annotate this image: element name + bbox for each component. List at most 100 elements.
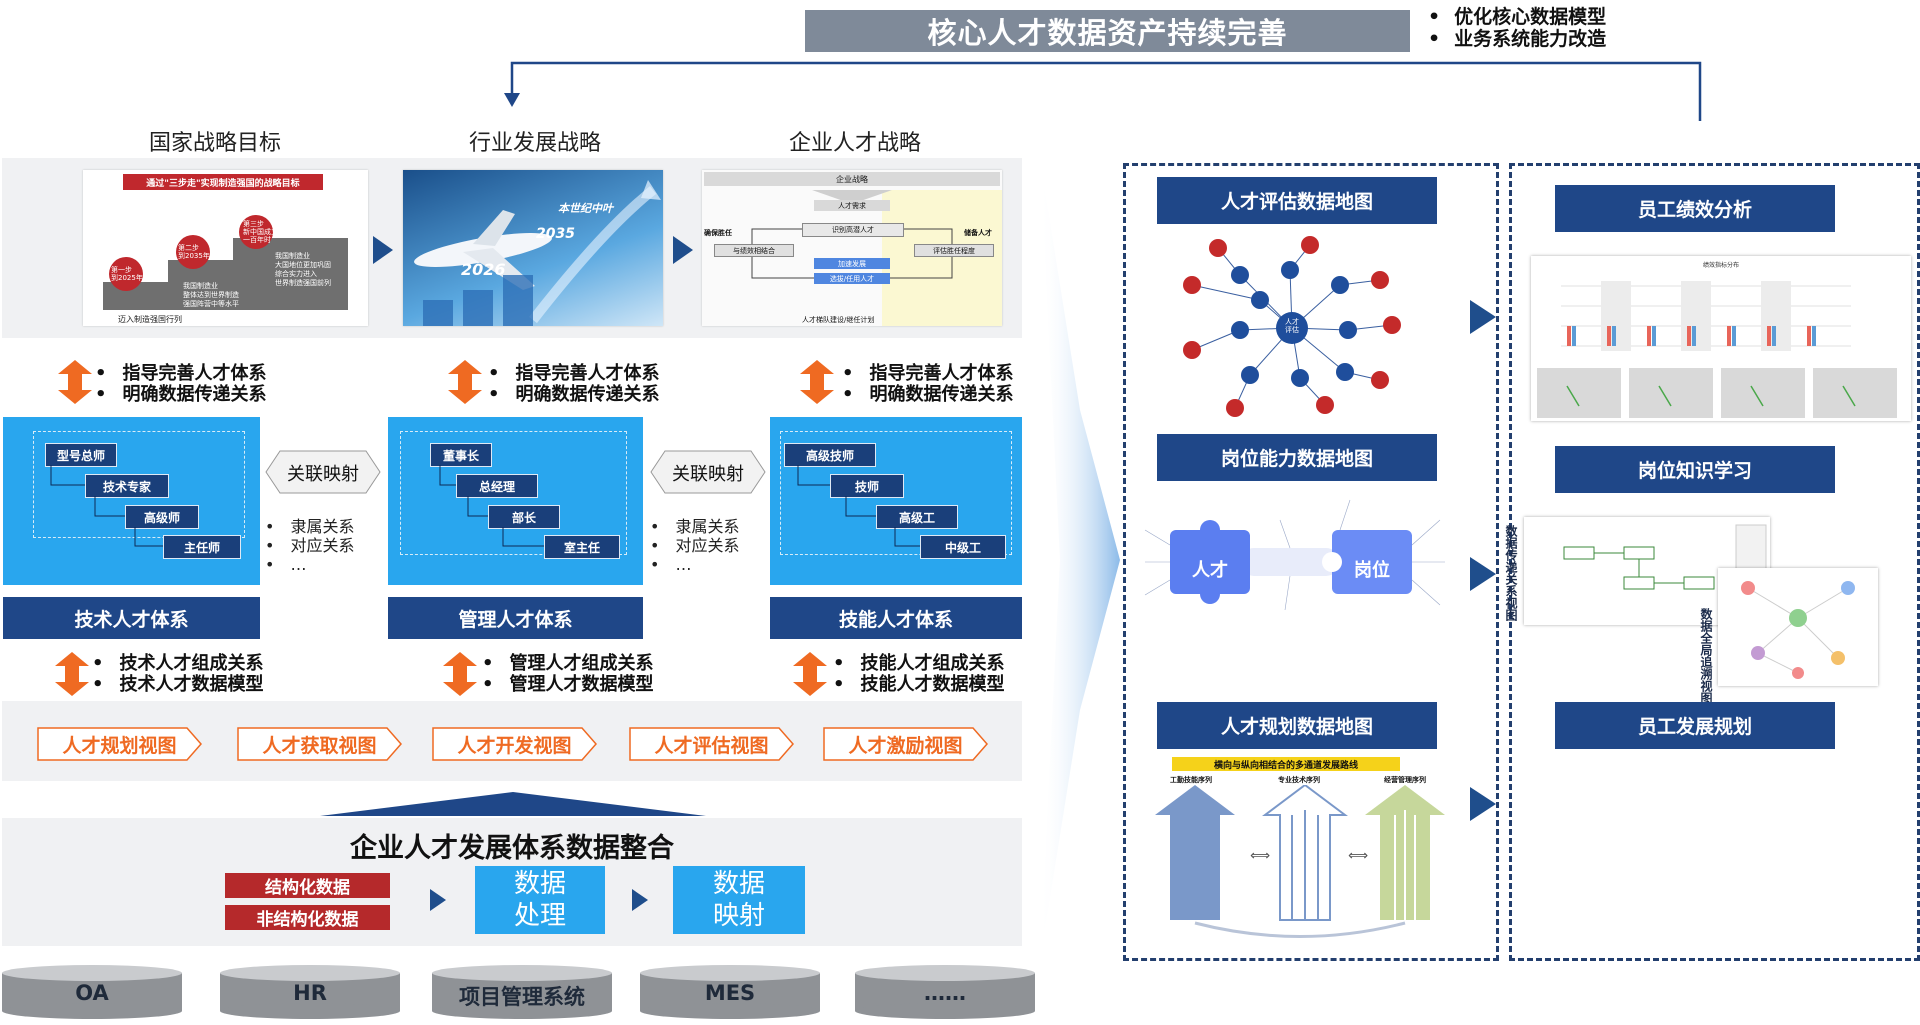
stairs-graphic bbox=[103, 215, 348, 310]
flow-arrow-icon bbox=[430, 889, 446, 911]
mgmt-hierarchy-panel: 董事长 总经理 部长 室主任 bbox=[388, 417, 643, 585]
step-label: 第二步 到2035年 bbox=[178, 244, 210, 260]
sequence-label: 专业技术序列 bbox=[1278, 776, 1320, 784]
data-source-label: …… bbox=[924, 981, 966, 1005]
puzzle-label: 岗位 bbox=[1354, 560, 1390, 581]
enterprise-strategy-image: 企业战略 人才需求 识别高潜人才 确保胜任 储备人才 与绩效相结合 加速发展 评… bbox=[702, 170, 1002, 326]
hierarchy-node: 高级技师 bbox=[784, 443, 876, 467]
diagram-box: 企业战略 bbox=[704, 172, 1000, 186]
hierarchy-node: 型号总师 bbox=[45, 443, 117, 467]
trace-graph-image bbox=[1718, 568, 1878, 686]
path-banner: 横向与纵向相结合的多通道发展路线 bbox=[1172, 757, 1400, 771]
guide-bullet: 指导完善人才体系 bbox=[95, 363, 267, 384]
diagram-box: 评估胜任程度 bbox=[914, 244, 994, 257]
header-title: 核心人才数据资产持续完善 bbox=[805, 10, 1410, 52]
integration-title: 企业人才发展体系数据整合 bbox=[350, 833, 674, 864]
diagram-box: 人才需求 bbox=[814, 200, 890, 211]
double-arrow-icon bbox=[443, 652, 477, 696]
mapping-bullet: 隶属关系 bbox=[265, 517, 354, 536]
header-bullets: 优化核心数据模型 业务系统能力改造 bbox=[1428, 6, 1606, 50]
diagram-label: 储备人才 bbox=[964, 229, 992, 237]
mapping-bullet: … bbox=[265, 555, 354, 574]
mapping-bullets: 隶属关系 对应关系 … bbox=[265, 517, 354, 574]
process-box: 数据 映射 bbox=[673, 866, 805, 934]
view-label: 人才评估视图 bbox=[654, 734, 769, 757]
data-source-db: …… bbox=[855, 965, 1035, 1019]
double-arrow-icon bbox=[55, 652, 89, 696]
mapping-bullets: 隶属关系 对应关系 … bbox=[650, 517, 739, 574]
header-bullet: 业务系统能力改造 bbox=[1428, 28, 1606, 50]
big-right-arrow bbox=[1040, 160, 1120, 960]
header-bullet: 优化核心数据模型 bbox=[1428, 6, 1606, 28]
app-title: 员工绩效分析 bbox=[1555, 185, 1835, 232]
hierarchy-node: 部长 bbox=[488, 505, 560, 529]
mapping-bullet: 对应关系 bbox=[265, 536, 354, 555]
year-label: 2035 bbox=[536, 226, 575, 242]
view-label: 人才规划视图 bbox=[62, 734, 177, 757]
skill-hierarchy-panel: 高级技师 技师 高级工 中级工 bbox=[770, 417, 1022, 585]
hierarchy-node: 技术专家 bbox=[85, 474, 169, 498]
connector-arrow-icon bbox=[1470, 787, 1496, 821]
data-source-db: HR bbox=[220, 965, 400, 1019]
process-box: 数据 处理 bbox=[475, 866, 605, 934]
connector-arrow-icon bbox=[1470, 300, 1496, 334]
view-chevron: 人才规划视图 bbox=[37, 727, 202, 761]
year-label: 2026 bbox=[461, 260, 506, 279]
image-banner: 通过"三步走"实现制造强国的战略目标 bbox=[123, 174, 323, 190]
step-label: 第三步 新中国成立 一百年时 bbox=[243, 220, 278, 244]
diagram-label: 人才梯队建设/继任计划 bbox=[802, 316, 875, 324]
data-type-tag: 非结构化数据 bbox=[225, 905, 390, 930]
data-source-db: OA bbox=[2, 965, 182, 1019]
mapping-hexagon bbox=[265, 450, 381, 494]
double-arrow-icon bbox=[58, 360, 92, 404]
map-title: 人才规划数据地图 bbox=[1157, 702, 1437, 749]
system-bullets: 管理人才组成关系 管理人才数据模型 bbox=[482, 653, 654, 695]
double-arrow-icon bbox=[793, 652, 827, 696]
guide-bullet: 指导完善人才体系 bbox=[488, 363, 660, 384]
data-source-db: MES bbox=[640, 965, 820, 1019]
network-center-label: 人才 评估 bbox=[1285, 318, 1299, 334]
step-text: 我国制造业 整体达到世界制造 强国阵营中等水平 bbox=[183, 282, 239, 308]
industry-strategy-image: 2026 2035 本世纪中叶 bbox=[403, 170, 663, 326]
map-title: 人才评估数据地图 bbox=[1157, 177, 1437, 224]
vertical-label: 数据全局追溯视图 bbox=[1699, 608, 1713, 704]
data-source-label: MES bbox=[704, 981, 756, 1005]
diagram-box: 识别高潜人才 bbox=[802, 223, 904, 237]
data-source-db: 项目管理系统 bbox=[432, 965, 612, 1019]
career-path-graphic: ⟺ ⟺ bbox=[1155, 785, 1445, 938]
data-type-tag: 结构化数据 bbox=[225, 873, 390, 898]
up-arrow-banner bbox=[320, 792, 706, 816]
mapping-bullet: 对应关系 bbox=[650, 536, 739, 555]
double-arrow-icon bbox=[800, 360, 834, 404]
mapping-label: 关联映射 bbox=[672, 464, 744, 485]
step-text: 迈入制造强国行列 bbox=[118, 315, 182, 324]
view-chevron: 人才开发视图 bbox=[432, 727, 597, 761]
app-title: 员工发展规划 bbox=[1555, 702, 1835, 749]
flow-arrow-icon bbox=[632, 889, 648, 911]
guide-bullet: 明确数据传递关系 bbox=[95, 384, 267, 405]
system-label: 技术人才体系 bbox=[3, 597, 260, 639]
diagram-box: 加速发展 bbox=[814, 258, 890, 269]
flow-lines bbox=[751, 190, 953, 279]
hierarchy-node: 高级师 bbox=[125, 505, 199, 529]
hierarchy-node: 高级工 bbox=[876, 505, 958, 529]
dashboard-title: 绩效指标分布 bbox=[1702, 262, 1739, 269]
guide-bullet: 指导完善人才体系 bbox=[842, 363, 1014, 384]
system-label: 管理人才体系 bbox=[388, 597, 643, 639]
hierarchy-node: 总经理 bbox=[456, 474, 538, 498]
year-label: 本世纪中叶 bbox=[558, 202, 613, 215]
system-bullet: 技术人才数据模型 bbox=[92, 674, 264, 695]
sequence-label: 经营管理序列 bbox=[1384, 776, 1426, 784]
double-arrow-icon bbox=[448, 360, 482, 404]
feedback-arrow bbox=[504, 61, 1702, 121]
hierarchy-connectors bbox=[797, 465, 920, 547]
airplane-graphic bbox=[414, 180, 661, 326]
system-label: 技能人才体系 bbox=[770, 597, 1022, 639]
app-title: 岗位知识学习 bbox=[1555, 446, 1835, 493]
mapping-bullet: 隶属关系 bbox=[650, 517, 739, 536]
applications-box bbox=[1509, 163, 1920, 961]
system-bullet: 技能人才组成关系 bbox=[833, 653, 1005, 674]
system-bullet: 管理人才组成关系 bbox=[482, 653, 654, 674]
connector-arrow-icon bbox=[1470, 557, 1496, 591]
hierarchy-connectors bbox=[439, 465, 544, 547]
